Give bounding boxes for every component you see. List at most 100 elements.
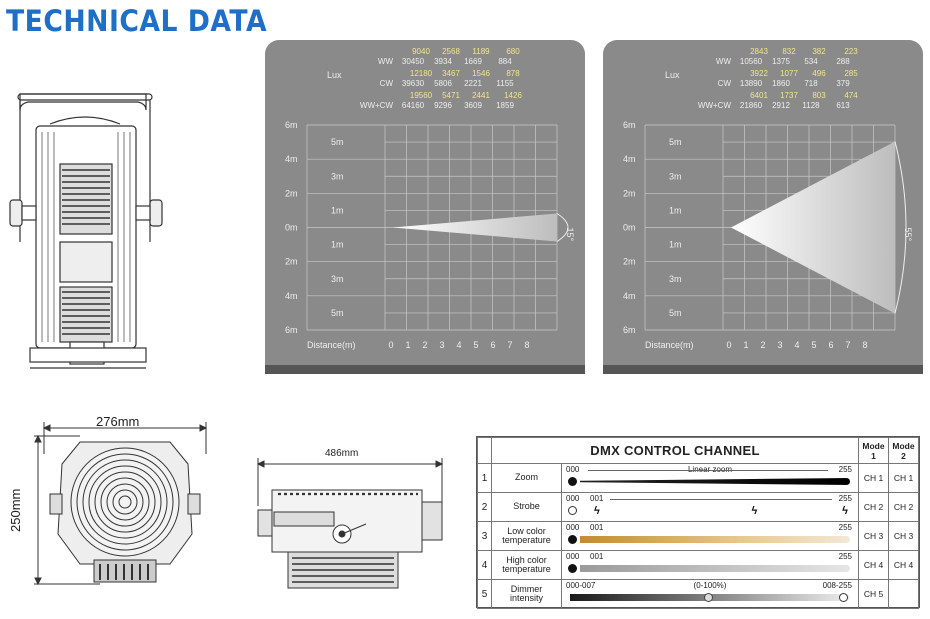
inner-distance-label: 5m <box>331 137 344 147</box>
lux-value-bottom: 3934 <box>434 57 452 66</box>
mode2-header: Mode 2 <box>888 437 919 464</box>
lux-value-bottom: 21860 <box>740 101 763 110</box>
inner-distance-label: 3m <box>331 274 344 284</box>
length-dimension: 486mm <box>325 448 359 459</box>
axis-tick-label: 6m <box>623 120 636 130</box>
distance-axis-label: Distance(m) <box>307 340 356 350</box>
lux-value-top: 3467 <box>442 69 460 78</box>
lux-value-bottom: 64160 <box>402 101 425 110</box>
axis-tick-label: 6m <box>285 120 298 130</box>
width-dimension: 276mm <box>96 414 140 429</box>
distance-tick-label: 1 <box>405 340 410 350</box>
distance-tick-label: 7 <box>845 340 850 350</box>
beam-arc <box>556 213 569 242</box>
dimmer-end-icon <box>839 593 848 602</box>
lux-row-label: WW <box>378 57 394 66</box>
beam-arc <box>894 141 907 314</box>
lux-value-top: 2568 <box>442 47 460 56</box>
lux-value-top: 5471 <box>442 91 460 100</box>
inner-distance-label: 3m <box>669 171 682 181</box>
lux-value-bottom: 30450 <box>402 57 425 66</box>
axis-tick-label: 0m <box>623 223 636 233</box>
axis-tick-label: 0m <box>285 223 298 233</box>
page-title: TECHNICAL DATA <box>6 4 268 38</box>
beam-angle-label: 55° <box>903 228 913 242</box>
inner-distance-label: 1m <box>331 240 344 250</box>
distance-tick-label: 6 <box>490 340 495 350</box>
strobe-bolt-icon: ϟ <box>842 505 848 517</box>
lux-value-top: 680 <box>506 47 520 56</box>
lux-label: Lux <box>665 70 680 80</box>
axis-tick-label: 4m <box>623 291 636 301</box>
dmx-control-table: DMX CONTROL CHANNEL Mode 1 Mode 2 1 Zoom… <box>476 436 920 609</box>
lux-value-bottom: 534 <box>804 57 818 66</box>
dmx-row-zoom: 1 Zoom 000 Linear zoom 255 CH 1 CH 1 <box>477 463 919 493</box>
dimmer-knob-icon <box>704 593 714 602</box>
lux-value-top: 1077 <box>780 69 798 78</box>
dmx-row-strobe: 2 Strobe 000 001 255 ϟ ϟ ϟ CH 2 CH 2 <box>477 492 919 522</box>
lens-view-drawing <box>10 414 225 596</box>
lux-value-top: 382 <box>812 47 826 56</box>
axis-tick-label: 4m <box>623 154 636 164</box>
inner-distance-label: 1m <box>669 240 682 250</box>
height-dimension: 250mm <box>8 488 23 532</box>
front-view-drawing <box>8 92 178 382</box>
lux-value-bottom: 5806 <box>434 79 452 88</box>
inner-distance-label: 1m <box>331 205 344 215</box>
distance-tick-label: 4 <box>794 340 799 350</box>
strobe-open-icon <box>568 506 577 515</box>
lux-value-top: 2441 <box>472 91 490 100</box>
axis-tick-label: 2m <box>623 257 636 267</box>
mode1-header: Mode 1 <box>858 437 889 464</box>
axis-tick-label: 2m <box>285 257 298 267</box>
lux-value-top: 1737 <box>780 91 798 100</box>
lux-value-top: 285 <box>844 69 858 78</box>
distance-tick-label: 8 <box>524 340 529 350</box>
lux-row-label: CW <box>380 79 394 88</box>
lux-value-bottom: 884 <box>498 57 512 66</box>
lux-value-top: 223 <box>844 47 858 56</box>
side-view-drawing <box>238 446 458 596</box>
lux-value-bottom: 1128 <box>802 101 820 110</box>
lux-value-bottom: 1859 <box>496 101 514 110</box>
distance-axis-label: Distance(m) <box>645 340 694 350</box>
lux-value-top: 6401 <box>750 91 768 100</box>
lux-value-bottom: 1155 <box>496 79 514 88</box>
lux-value-bottom: 39630 <box>402 79 425 88</box>
axis-tick-label: 2m <box>623 188 636 198</box>
inner-distance-label: 3m <box>331 171 344 181</box>
distance-tick-label: 7 <box>507 340 512 350</box>
distance-tick-label: 3 <box>777 340 782 350</box>
lux-value-top: 3922 <box>750 69 768 78</box>
lux-value-top: 12180 <box>410 69 433 78</box>
axis-tick-label: 6m <box>623 325 636 335</box>
strobe-bolt-icon: ϟ <box>751 505 758 517</box>
distance-tick-label: 3 <box>439 340 444 350</box>
lux-label: Lux <box>327 70 342 80</box>
lux-row-label: WW+CW <box>698 101 732 110</box>
lux-value-bottom: 1860 <box>772 79 790 88</box>
distance-tick-label: 4 <box>456 340 461 350</box>
dmx-title: DMX CONTROL CHANNEL <box>491 437 859 464</box>
distance-tick-label: 2 <box>760 340 765 350</box>
inner-distance-label: 5m <box>669 137 682 147</box>
lux-value-bottom: 3609 <box>464 101 482 110</box>
lux-value-top: 19560 <box>410 91 433 100</box>
lux-value-top: 2843 <box>750 47 768 56</box>
dmx-row-high-color-temp: 4 High color temperature 000 001 255 CH … <box>477 550 919 580</box>
dmx-row-low-color-temp: 3 Low color temperature 000 001 255 CH 3… <box>477 521 919 551</box>
distance-tick-label: 5 <box>473 340 478 350</box>
beam-angle-label: 15° <box>565 228 575 242</box>
lux-row-label: WW <box>716 57 732 66</box>
axis-tick-label: 4m <box>285 154 298 164</box>
lux-value-bottom: 2221 <box>464 79 482 88</box>
distance-tick-label: 8 <box>862 340 867 350</box>
axis-tick-label: 6m <box>285 325 298 335</box>
lux-value-top: 803 <box>812 91 826 100</box>
lux-value-bottom: 10560 <box>740 57 763 66</box>
distance-tick-label: 5 <box>811 340 816 350</box>
inner-distance-label: 3m <box>669 274 682 284</box>
beam-cone <box>393 213 557 242</box>
distance-tick-label: 6 <box>828 340 833 350</box>
